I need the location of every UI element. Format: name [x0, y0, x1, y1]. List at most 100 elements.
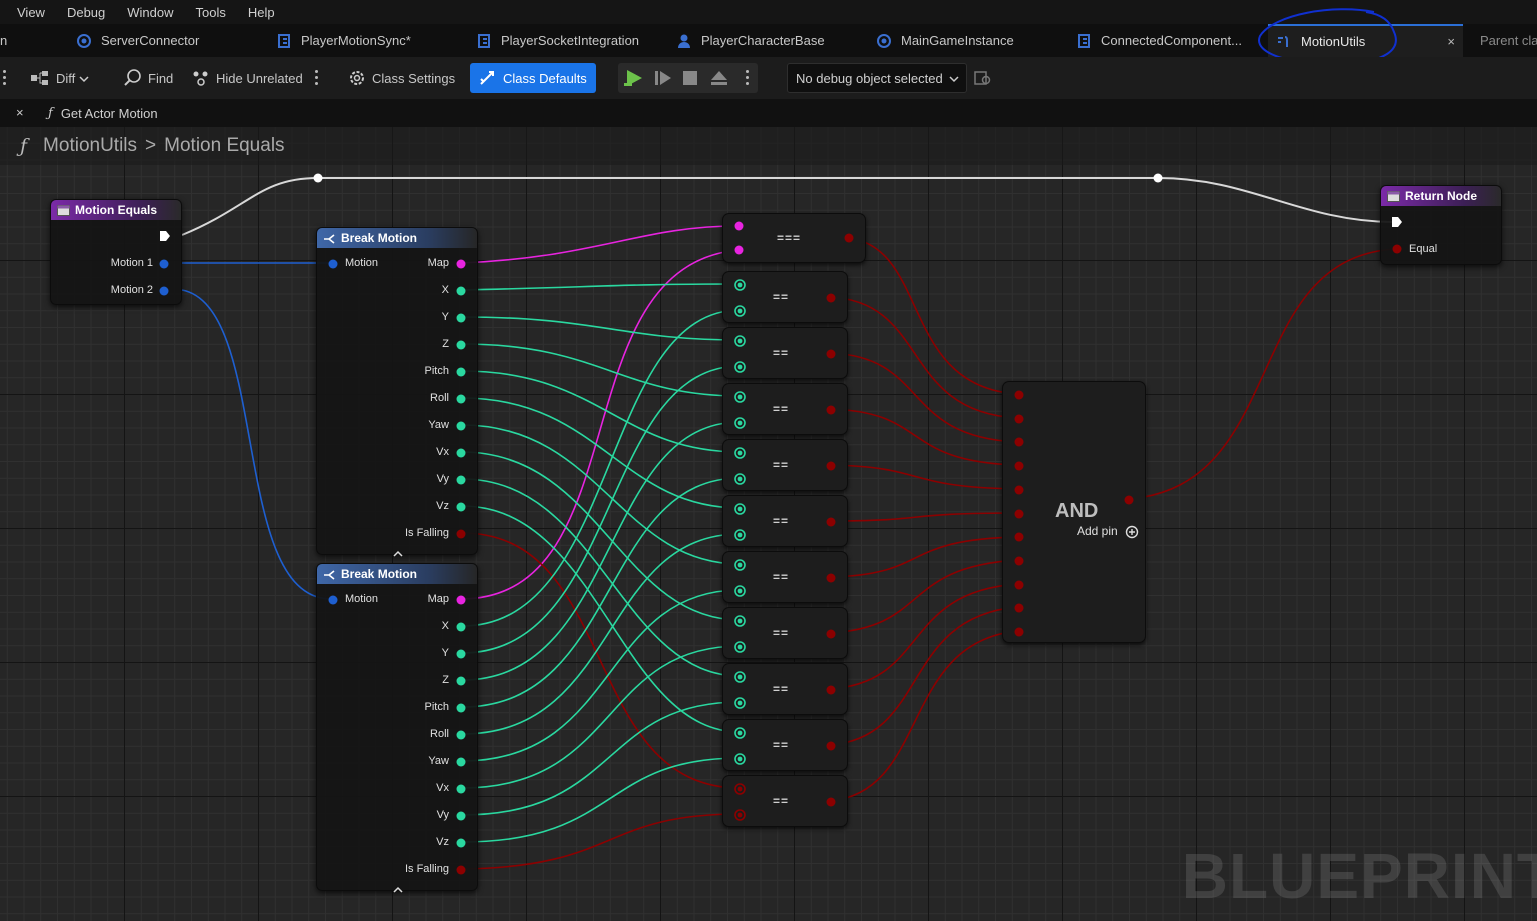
map-pin[interactable]	[455, 594, 467, 609]
tab-playermotionsync[interactable]: PlayerMotionSync*	[276, 24, 411, 57]
equal-node[interactable]: ==	[722, 663, 848, 715]
bool-pin[interactable]	[1123, 494, 1135, 509]
float-pin[interactable]	[733, 278, 747, 295]
bool-pin[interactable]	[1391, 243, 1403, 258]
bool-pin[interactable]	[733, 808, 747, 825]
bool-pin[interactable]	[1013, 460, 1025, 475]
float-pin[interactable]	[733, 446, 747, 463]
bool-pin[interactable]	[1013, 413, 1025, 428]
float-pin[interactable]	[455, 756, 467, 771]
equal-node[interactable]: ==	[722, 327, 848, 379]
exec-in-pin[interactable]	[1391, 216, 1403, 231]
struct-pin[interactable]	[327, 594, 339, 609]
struct-pin[interactable]	[158, 285, 170, 300]
menu-help[interactable]: Help	[247, 4, 275, 20]
bool-pin[interactable]	[825, 684, 837, 699]
float-pin[interactable]	[455, 312, 467, 327]
class-defaults-button[interactable]: Class Defaults	[470, 63, 596, 93]
reroute-knot[interactable]	[312, 172, 324, 187]
bool-pin[interactable]	[1013, 555, 1025, 570]
float-pin[interactable]	[455, 729, 467, 744]
tab-playersocketintegration[interactable]: PlayerSocketIntegration	[476, 24, 639, 57]
float-pin[interactable]	[455, 501, 467, 516]
bool-pin[interactable]	[1013, 602, 1025, 617]
float-pin[interactable]	[455, 474, 467, 489]
function-entry-node[interactable]: Motion Equals Motion 1 Motion 2	[50, 199, 182, 305]
struct-pin[interactable]	[327, 258, 339, 273]
float-pin[interactable]	[455, 648, 467, 663]
float-pin[interactable]	[455, 810, 467, 825]
struct-pin[interactable]	[158, 258, 170, 273]
float-pin[interactable]	[733, 390, 747, 407]
float-pin[interactable]	[733, 696, 747, 713]
stop-icon[interactable]	[682, 70, 698, 89]
bool-pin[interactable]	[843, 232, 855, 247]
bool-pin[interactable]	[825, 628, 837, 643]
map-equal-node[interactable]: ===	[722, 213, 866, 263]
equal-node[interactable]: ==	[722, 439, 848, 491]
equal-node[interactable]: ==	[722, 719, 848, 771]
bool-pin[interactable]	[1013, 626, 1025, 641]
bool-pin[interactable]	[825, 348, 837, 363]
float-pin[interactable]	[455, 675, 467, 690]
map-pin[interactable]	[455, 258, 467, 273]
bool-pin[interactable]	[825, 796, 837, 811]
bool-pin[interactable]	[825, 516, 837, 531]
bool-pin[interactable]	[1013, 389, 1025, 404]
debug-object-select[interactable]: No debug object selected	[787, 63, 967, 93]
bool-pin[interactable]	[825, 404, 837, 419]
bool-pin[interactable]	[1013, 508, 1025, 523]
tab-get-actor-motion[interactable]: ƒ Get Actor Motion	[40, 99, 158, 127]
float-pin[interactable]	[455, 366, 467, 381]
bool-pin[interactable]	[1013, 531, 1025, 546]
float-pin[interactable]	[455, 837, 467, 852]
equal-node[interactable]: ==	[722, 551, 848, 603]
equal-node[interactable]: ==	[722, 607, 848, 659]
close-icon[interactable]: ×	[16, 105, 24, 120]
bool-pin[interactable]	[825, 572, 837, 587]
float-pin[interactable]	[733, 752, 747, 769]
add-pin-label[interactable]: Add pin	[1077, 524, 1118, 538]
float-pin[interactable]	[733, 584, 747, 601]
collapse-arrow-icon[interactable]	[393, 882, 403, 897]
menu-tools[interactable]: Tools	[195, 4, 226, 20]
float-pin[interactable]	[733, 726, 747, 743]
float-pin[interactable]	[733, 472, 747, 489]
tab-playercharacterbase[interactable]: PlayerCharacterBase	[676, 24, 825, 57]
float-pin[interactable]	[455, 702, 467, 717]
reroute-knot[interactable]	[1152, 172, 1164, 187]
graph-canvas[interactable]: Motion Equals Motion 1 Motion 2 Break Mo…	[0, 127, 1537, 921]
collapse-arrow-icon[interactable]	[393, 546, 403, 561]
float-pin[interactable]	[733, 528, 747, 545]
bool-pin[interactable]	[825, 740, 837, 755]
float-pin[interactable]	[733, 558, 747, 575]
float-pin[interactable]	[455, 420, 467, 435]
hide-unrelated-button[interactable]: Hide Unrelated	[192, 63, 303, 93]
breadcrumb-root[interactable]: MotionUtils	[43, 135, 138, 156]
float-pin[interactable]	[733, 334, 747, 351]
eject-icon[interactable]	[710, 69, 728, 90]
float-pin[interactable]	[455, 447, 467, 462]
play-icon[interactable]	[624, 69, 644, 90]
bool-pin[interactable]	[1013, 484, 1025, 499]
float-pin[interactable]	[733, 416, 747, 433]
toolbar-overflow-icon[interactable]	[315, 68, 318, 88]
float-pin[interactable]	[733, 640, 747, 657]
map-pin[interactable]	[733, 220, 745, 235]
bool-pin[interactable]	[825, 460, 837, 475]
bool-pin[interactable]	[825, 292, 837, 307]
exec-out-pin[interactable]	[159, 230, 171, 245]
bool-pin[interactable]	[733, 782, 747, 799]
class-settings-button[interactable]: Class Settings	[348, 63, 455, 93]
bool-pin[interactable]	[455, 528, 467, 543]
float-pin[interactable]	[455, 393, 467, 408]
menu-window[interactable]: Window	[127, 4, 174, 20]
close-icon[interactable]: ×	[1447, 34, 1455, 49]
bool-pin[interactable]	[455, 864, 467, 879]
float-pin[interactable]	[455, 339, 467, 354]
and-node[interactable]: AND Add pin	[1002, 381, 1146, 643]
equal-node[interactable]: ==	[722, 495, 848, 547]
map-pin[interactable]	[733, 244, 745, 259]
